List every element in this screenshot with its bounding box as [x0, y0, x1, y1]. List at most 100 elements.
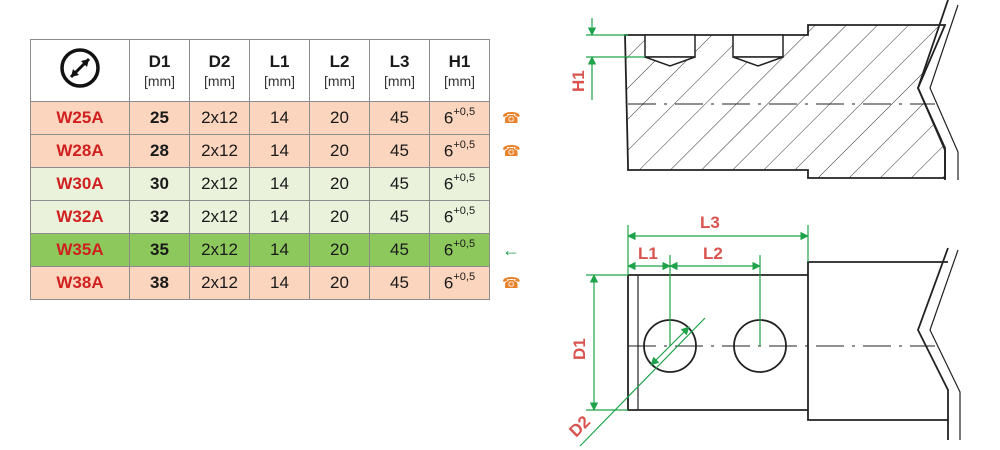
l2-cell: 20: [309, 101, 370, 135]
h1-tolerance: +0,5: [453, 204, 476, 217]
h1-value: 6: [443, 108, 454, 128]
phone-icon[interactable]: ☎: [502, 110, 521, 127]
l3-cell: 45: [369, 200, 430, 234]
d1-dimension: D1: [570, 274, 628, 411]
product-code-cell: W25A: [30, 101, 130, 135]
break-line-bottom-2: [929, 249, 961, 440]
h1-cell: 6+0,5: [429, 134, 490, 168]
row-marker-cell: ☎: [490, 135, 539, 168]
spec-table: D1[mm] D2[mm] L1[mm] L2[mm] L3[mm] H1[mm…: [30, 39, 539, 300]
product-code-cell: W30A: [30, 167, 130, 201]
d2-cell: 2x12: [189, 167, 250, 201]
h1-value: 6: [443, 207, 454, 227]
diameter-icon: [60, 48, 100, 88]
row-marker-cell: [490, 168, 539, 201]
d2-cell: 2x12: [189, 134, 250, 168]
bore-hole-2: [732, 34, 784, 58]
d1-cell: 28: [129, 134, 190, 168]
d1-cell: 32: [129, 200, 190, 234]
table-header-row: D1[mm] D2[mm] L1[mm] L2[mm] L3[mm] H1[mm…: [30, 39, 539, 102]
l1-cell: 14: [249, 266, 310, 300]
h1-value: 6: [443, 174, 454, 194]
header-d1: D1[mm]: [129, 39, 190, 102]
d2-cell: 2x12: [189, 266, 250, 300]
product-code-cell: W28A: [30, 134, 130, 168]
row-marker-cell: [490, 201, 539, 234]
bore-tip-2: [732, 56, 784, 67]
shaft-outline: [627, 261, 948, 421]
l2-cell: 20: [309, 233, 370, 267]
header-l2: L2[mm]: [309, 39, 370, 102]
h1-tolerance: +0,5: [453, 138, 476, 151]
side-view: [627, 247, 961, 440]
diameter-header-cell: [30, 39, 130, 102]
h1-cell: 6+0,5: [429, 101, 490, 135]
d1-cell: 38: [129, 266, 190, 300]
break-line-top-2: [929, 4, 959, 180]
header-spacer: [490, 40, 539, 102]
l1-cell: 14: [249, 134, 310, 168]
l2-cell: 20: [309, 167, 370, 201]
h1-value: 6: [443, 141, 454, 161]
h1-cell: 6+0,5: [429, 200, 490, 234]
l2-cell: 20: [309, 266, 370, 300]
l3-cell: 45: [369, 134, 430, 168]
h1-tolerance: +0,5: [453, 171, 476, 184]
l3-cell: 45: [369, 233, 430, 267]
l1-cell: 14: [249, 167, 310, 201]
header-d2: D2[mm]: [189, 39, 250, 102]
d1-cell: 25: [129, 101, 190, 135]
row-marker-cell: ←: [490, 234, 539, 267]
d2-dimension: D2: [565, 317, 706, 447]
header-l3: L3[mm]: [369, 39, 430, 102]
h1-value: 6: [443, 240, 454, 260]
d2-cell: 2x12: [189, 101, 250, 135]
break-line-bottom: [917, 247, 949, 440]
phone-icon[interactable]: ☎: [502, 143, 521, 160]
l1-cell: 14: [249, 101, 310, 135]
l-dimensions: L3 L1 L2: [627, 213, 809, 346]
product-code-cell: W32A: [30, 200, 130, 234]
header-h1: H1[mm]: [429, 39, 490, 102]
d1-cell: 35: [129, 233, 190, 267]
l3-cell: 45: [369, 101, 430, 135]
break-line-top: [917, 0, 949, 180]
arrow-left-icon: ←: [502, 239, 520, 260]
d2-cell: 2x12: [189, 233, 250, 267]
h1-value: 6: [443, 273, 454, 293]
h1-tolerance: +0,5: [453, 105, 476, 118]
l2-cell: 20: [309, 134, 370, 168]
product-code-cell: W38A: [30, 266, 130, 300]
phone-icon[interactable]: ☎: [502, 275, 521, 292]
label-l3: L3: [700, 213, 720, 232]
h1-cell: 6+0,5: [429, 167, 490, 201]
h1-cell: 6+0,5: [429, 233, 490, 267]
label-l2: L2: [703, 244, 723, 263]
h1-cell: 6+0,5: [429, 266, 490, 300]
l2-cell: 20: [309, 200, 370, 234]
product-code-cell: W35A: [30, 233, 130, 267]
bore-hole-1: [644, 34, 696, 58]
h1-dimension: H1: [569, 18, 645, 100]
label-d1: D1: [570, 338, 589, 360]
technical-drawing: H1 L3 L1 L2 D1 D2: [565, 0, 961, 447]
label-h1: H1: [569, 70, 588, 92]
section-view: [624, 0, 959, 180]
row-marker-cell: ☎: [490, 102, 539, 135]
label-l1: L1: [638, 244, 658, 263]
l1-cell: 14: [249, 200, 310, 234]
l3-cell: 45: [369, 266, 430, 300]
d1-cell: 30: [129, 167, 190, 201]
header-l1: L1[mm]: [249, 39, 310, 102]
d2-cell: 2x12: [189, 200, 250, 234]
h1-tolerance: +0,5: [453, 270, 476, 283]
l3-cell: 45: [369, 167, 430, 201]
l1-cell: 14: [249, 233, 310, 267]
row-marker-cell: ☎: [490, 267, 539, 300]
